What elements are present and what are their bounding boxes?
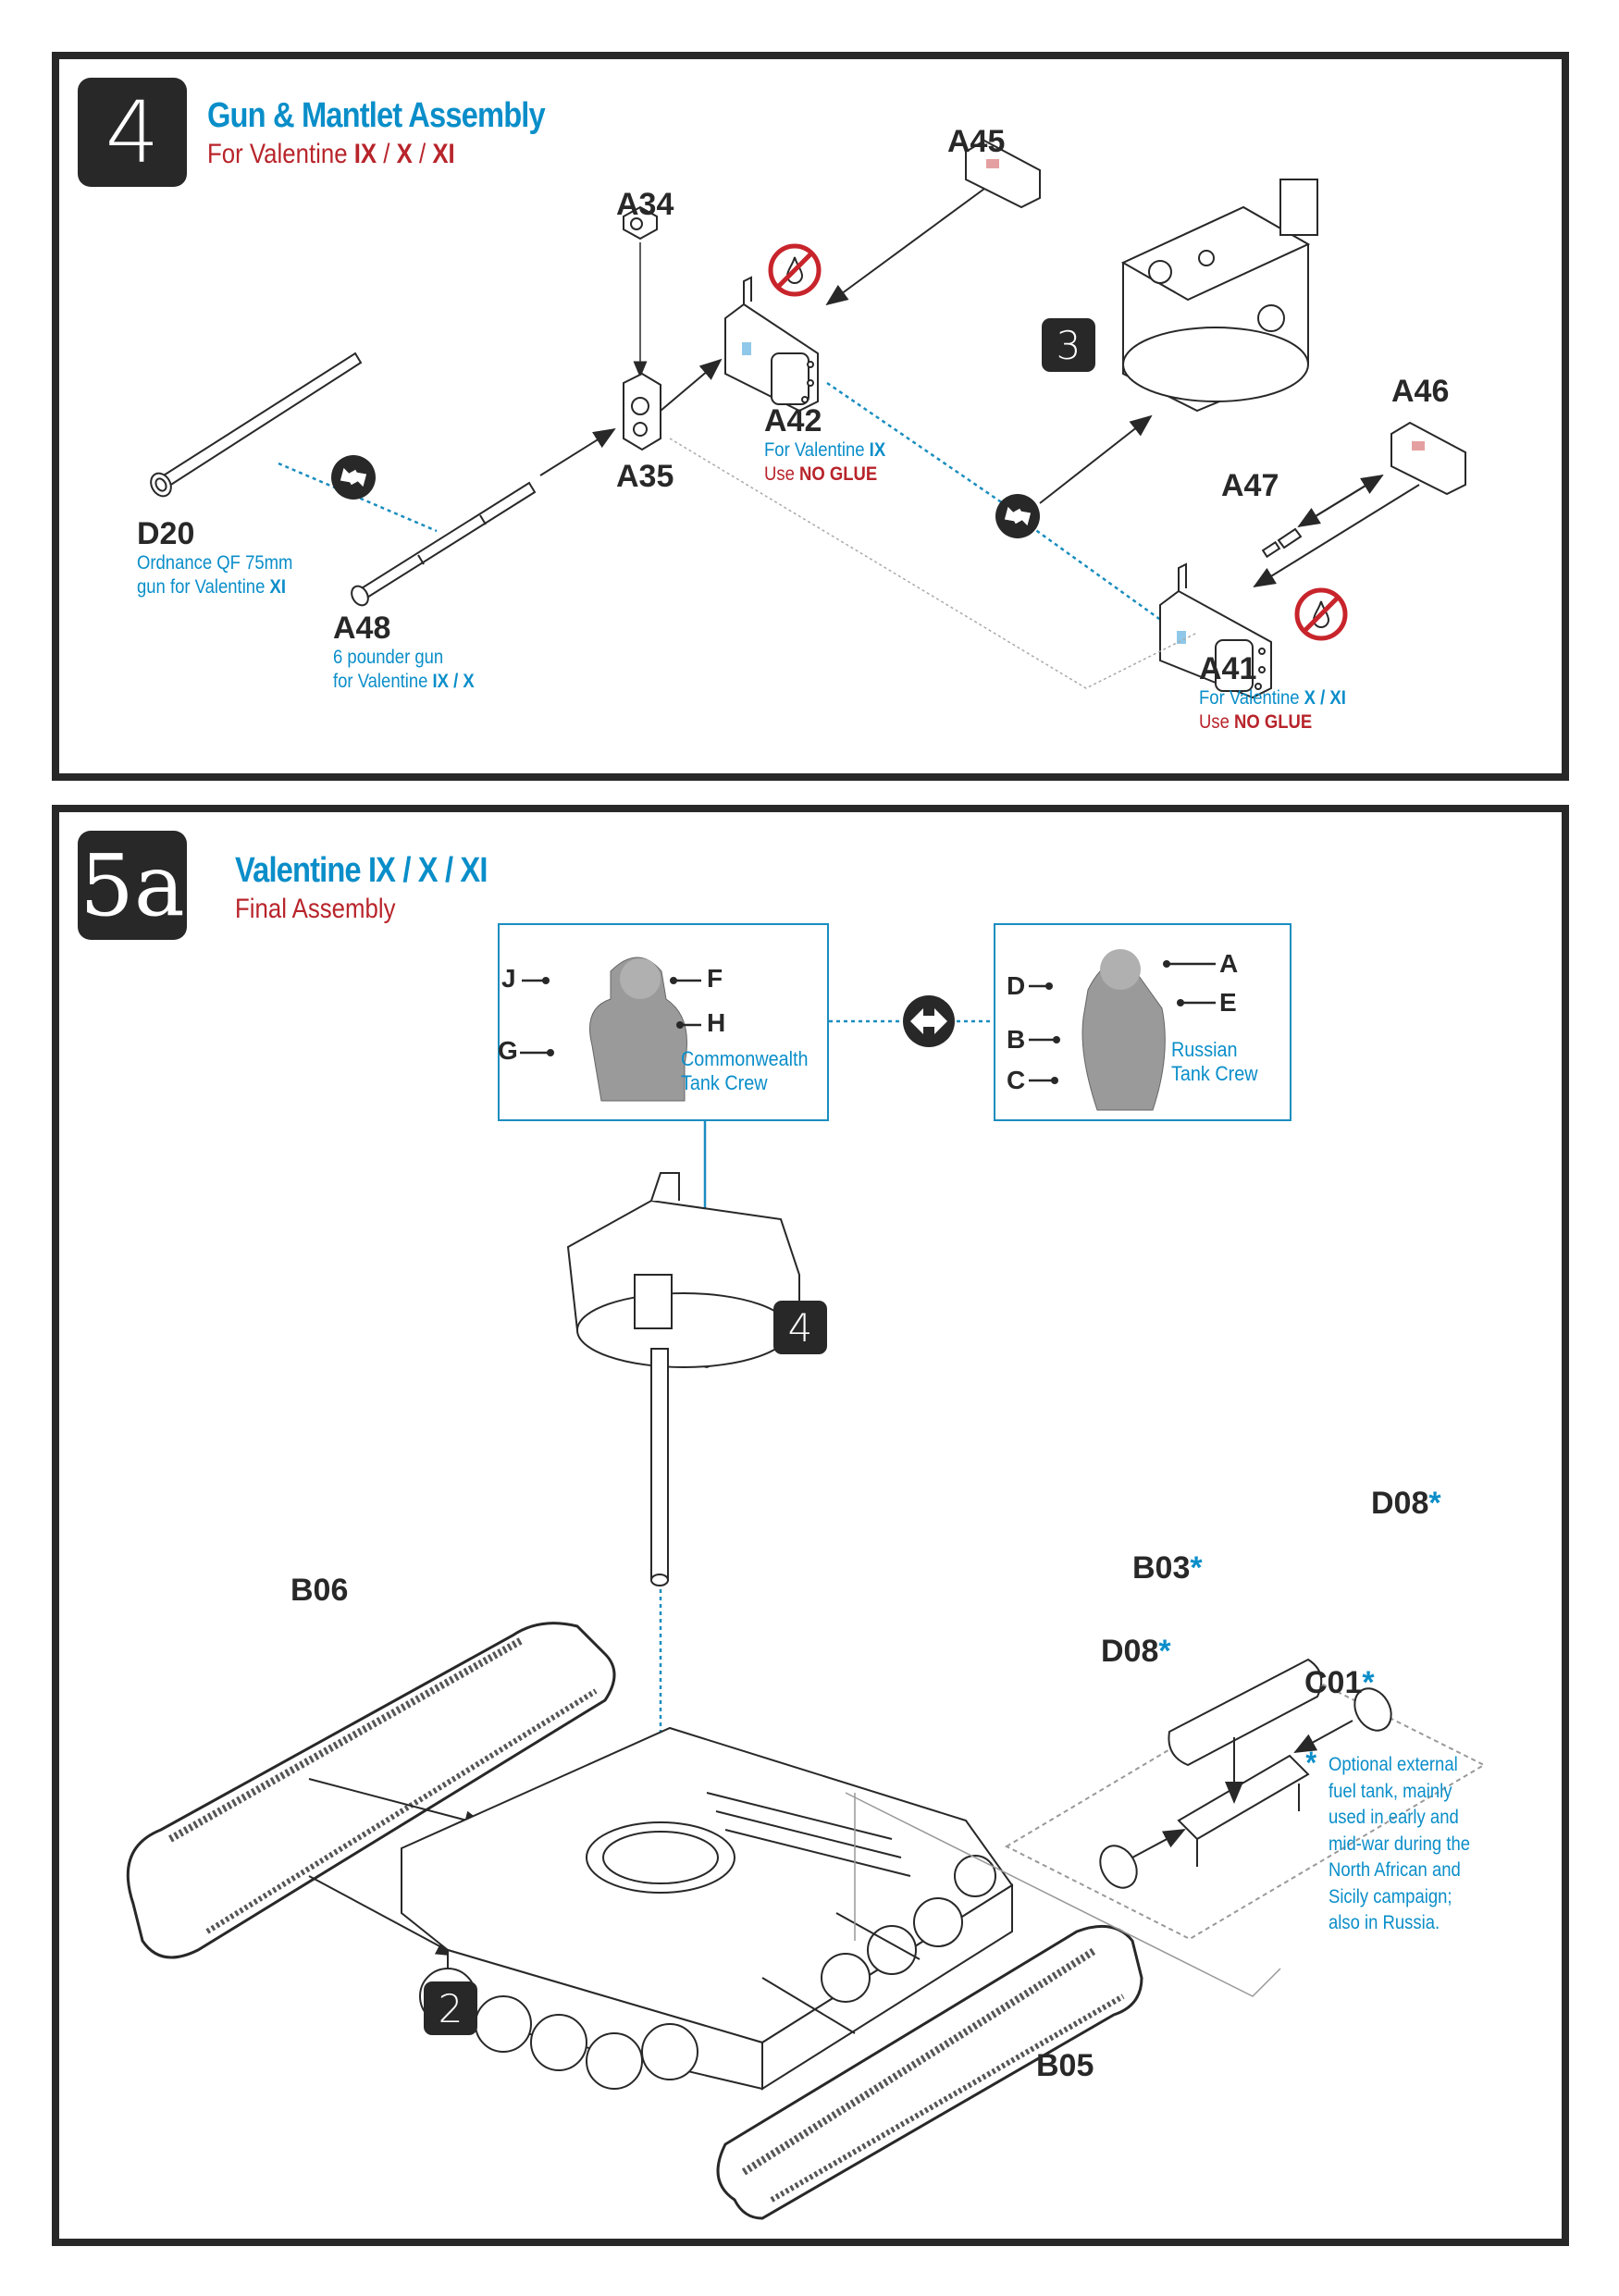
- part-label-b06: B06: [290, 1573, 349, 1608]
- step-2-reference-badge: 2: [424, 1981, 477, 2035]
- part-label-a46: A46: [1391, 374, 1450, 409]
- step-number-badge: 5a: [78, 831, 187, 940]
- part-note-a42: For Valentine IX Use NO GLUE: [764, 439, 886, 485]
- part-label-a48: A48: [333, 611, 391, 646]
- part-label-a42: A42: [764, 403, 822, 438]
- crew-figure-illustration: [1029, 949, 1216, 1111]
- step-subtitle: Final Assembly: [235, 894, 396, 924]
- part-label-a45: A45: [947, 124, 1006, 159]
- step-number-badge: 4: [78, 78, 187, 187]
- part-a35: [623, 372, 661, 451]
- crew-label-c: C: [1007, 1066, 1026, 1094]
- part-label-c01: C01*: [1304, 1665, 1375, 1700]
- no-glue-icon: [1294, 587, 1348, 641]
- crew-figure-illustration: [520, 957, 701, 1102]
- gun-barrel-d20: [150, 352, 363, 498]
- step-5a-panel: 5a Valentine IX / X / XI Final Assembly …: [52, 805, 1569, 2246]
- part-note-d20: Ordnance QF 75mm gun for Valentine XI: [137, 552, 293, 598]
- crew-label-b: B: [1007, 1025, 1026, 1054]
- step-4-reference-badge: 4: [773, 1301, 827, 1354]
- hull-illustration: [401, 1726, 1014, 2091]
- alternative-option-icon: [331, 455, 376, 500]
- step-subtitle: For Valentine IX / X / XI: [207, 139, 455, 169]
- part-label-a35: A35: [616, 459, 674, 494]
- step-title: Gun & Mantlet Assembly: [207, 96, 546, 135]
- step-4-illustration: [150, 139, 1466, 699]
- crew-label-h: H: [707, 1008, 726, 1037]
- alternative-option-icon: [903, 995, 955, 1047]
- track-b06: [126, 1622, 616, 1959]
- track-b05: [716, 1924, 1143, 2220]
- part-label-a41: A41: [1199, 651, 1257, 686]
- crew-label-j: J: [501, 964, 516, 993]
- gun-barrel-a48: [351, 481, 537, 607]
- turret-illustration: [566, 1172, 800, 1586]
- step-title: Valentine IX / X / XI: [235, 851, 488, 890]
- step-3-reference-badge: 3: [1042, 318, 1095, 372]
- crew-label-d: D: [1007, 971, 1026, 1000]
- part-note-a41: For Valentine X / XI Use NO GLUE: [1199, 687, 1346, 733]
- part-a41-mantlet: [1159, 562, 1272, 699]
- crew-label-f: F: [707, 964, 723, 993]
- step-4-panel: 4 Gun & Mantlet Assembly For Valentine I…: [52, 52, 1569, 781]
- alternative-option-icon: [995, 494, 1040, 538]
- part-label-a34: A34: [616, 187, 674, 222]
- part-label-d08-top: D08*: [1371, 1486, 1441, 1521]
- part-a47: [1261, 527, 1303, 559]
- part-a34: [623, 205, 658, 241]
- crew-label-a: A: [1219, 949, 1239, 978]
- part-label-d08-left: D08*: [1101, 1634, 1171, 1669]
- turret-illustration: [1120, 179, 1318, 413]
- part-label-b05: B05: [1036, 2048, 1094, 2083]
- fuel-tank-parts: [1099, 1658, 1392, 1889]
- step-5a-illustration: [126, 995, 1487, 2220]
- part-label-a47: A47: [1221, 468, 1279, 503]
- part-label-b03: B03*: [1132, 1550, 1203, 1586]
- crew-label-g: G: [498, 1036, 518, 1065]
- part-a42-mantlet: [724, 276, 819, 413]
- part-a46: [1390, 421, 1466, 496]
- part-label-d20: D20: [137, 516, 195, 551]
- no-glue-icon: [768, 243, 822, 297]
- optional-fuel-tank-footnote: * Optional external fuel tank, mainly us…: [1305, 1746, 1471, 1933]
- crew-label-e: E: [1219, 988, 1237, 1017]
- part-note-a48: 6 pounder gun for Valentine IX / X: [333, 647, 475, 692]
- part-a45: [965, 139, 1041, 209]
